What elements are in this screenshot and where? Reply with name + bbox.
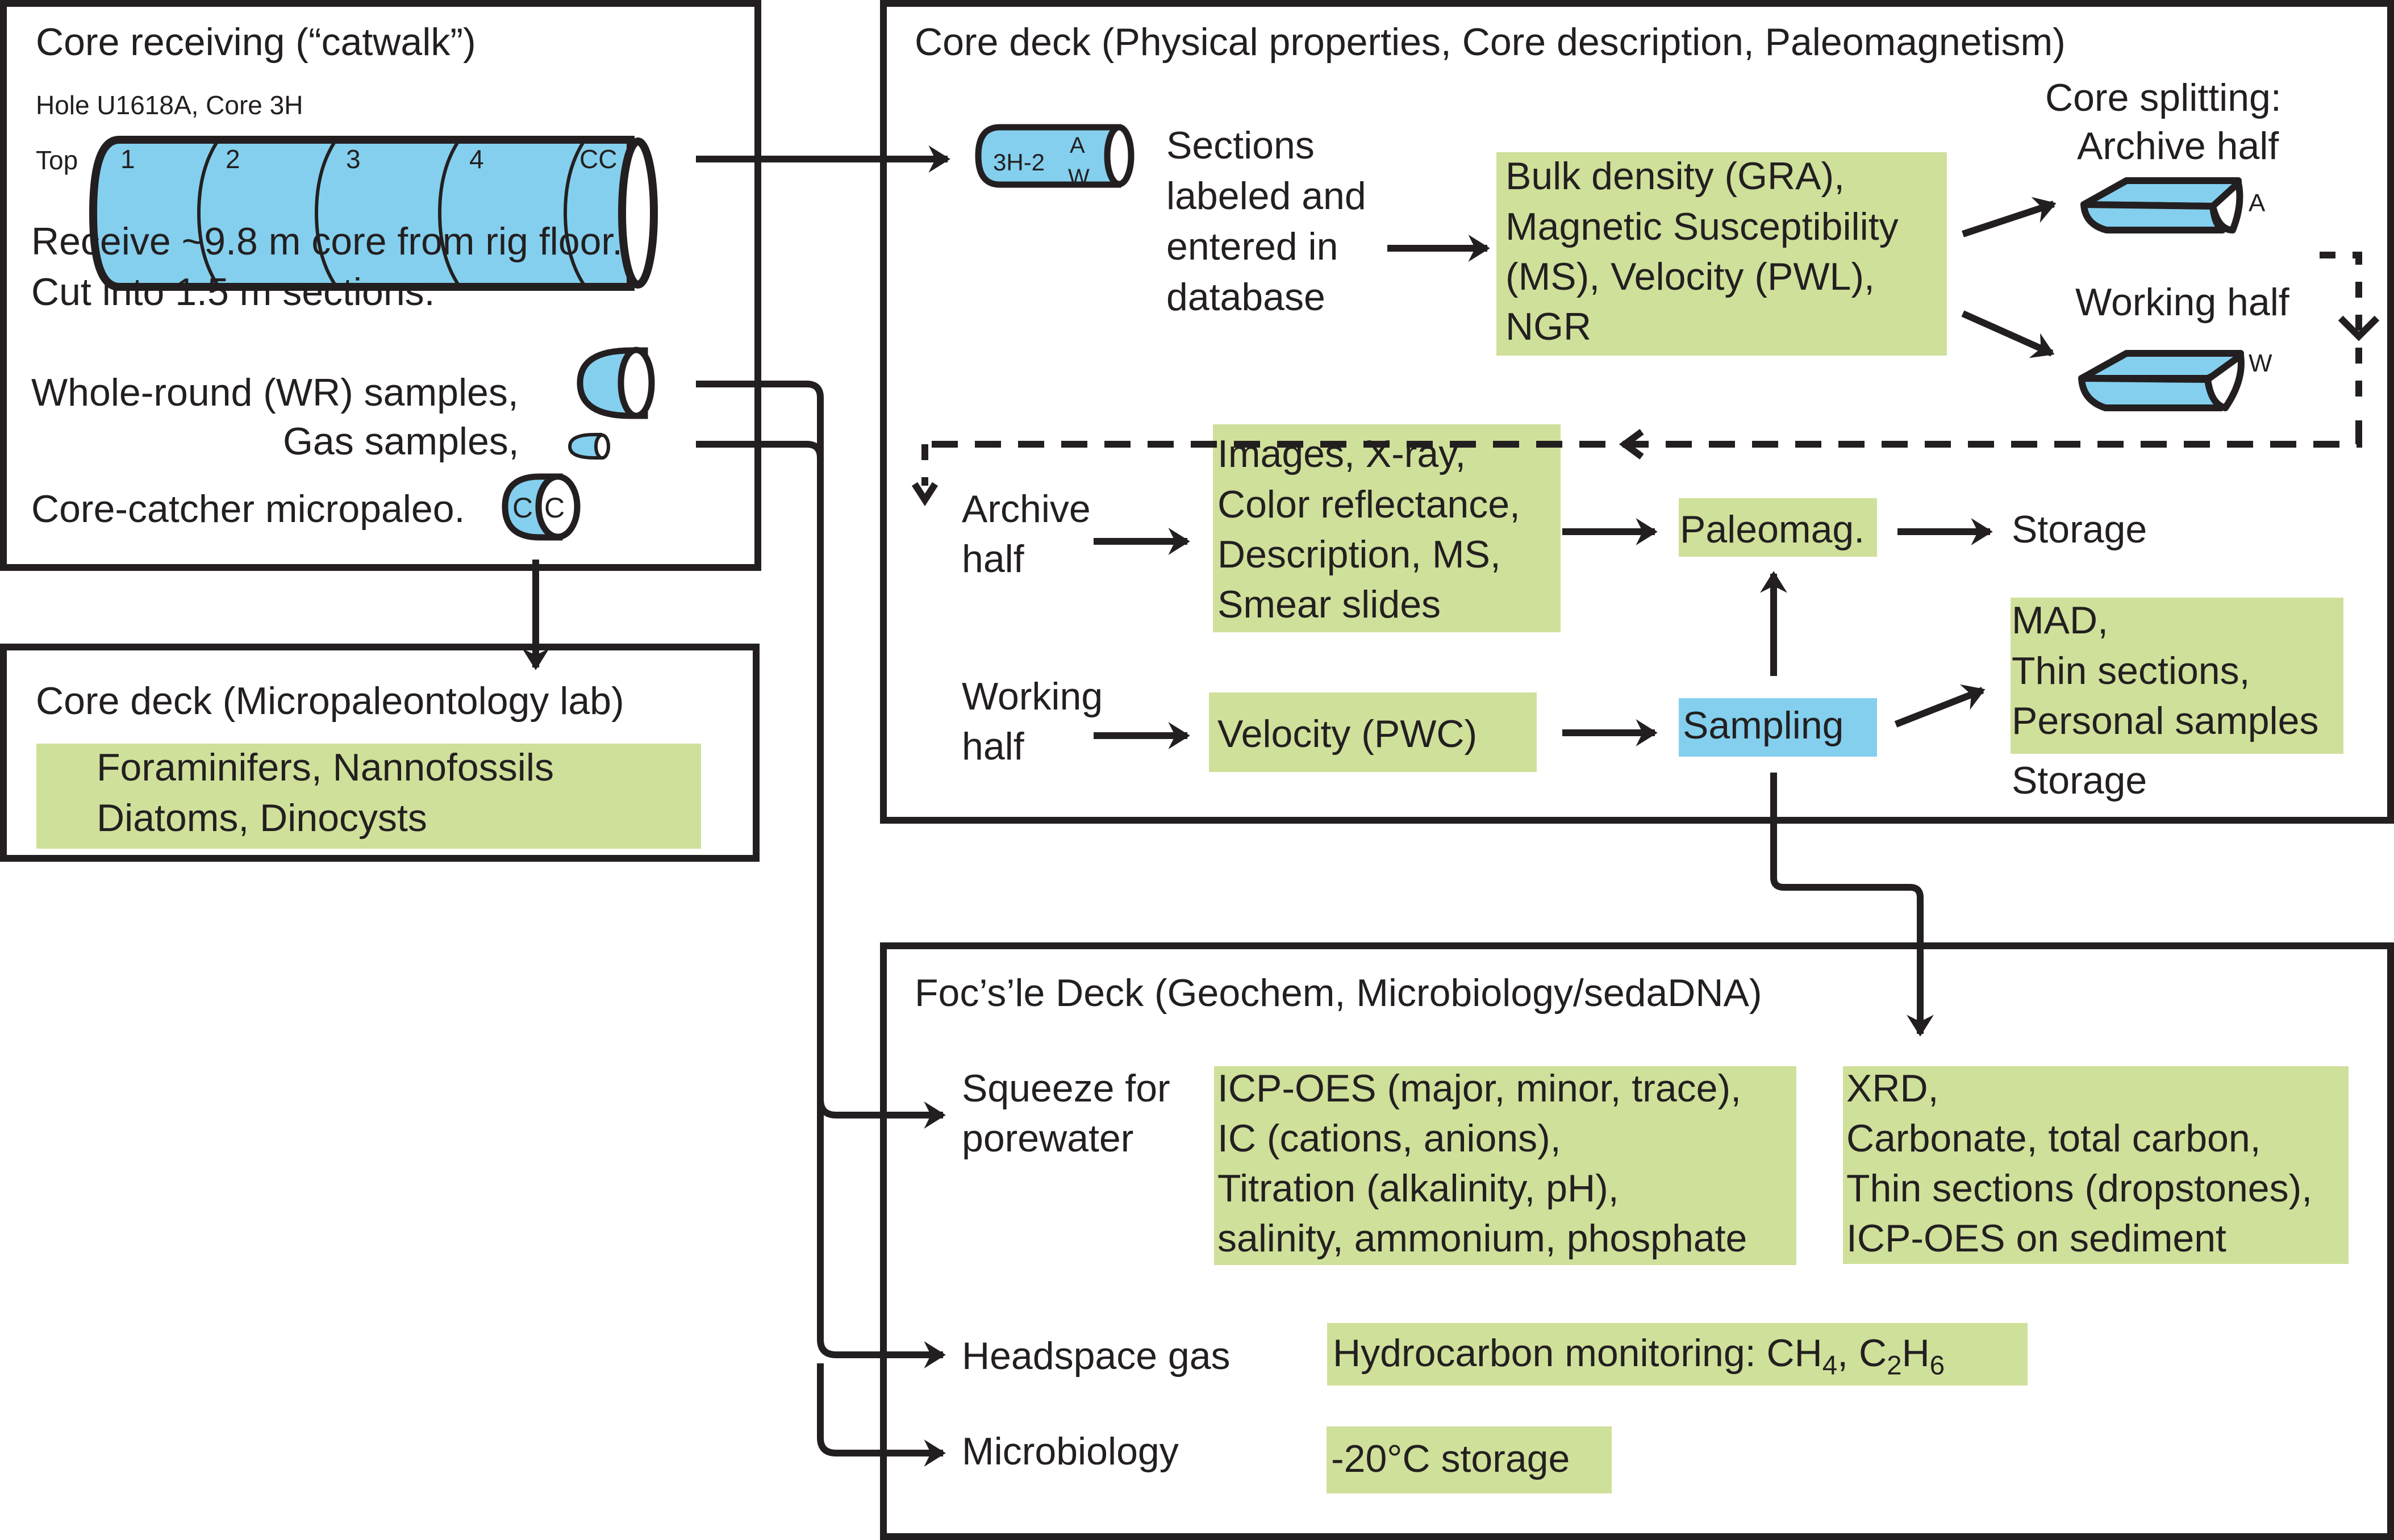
archive-measurement-2: Color reflectance,: [1217, 483, 1520, 526]
squeeze-label-2: porewater: [962, 1117, 1134, 1160]
core-top-label: Top: [36, 145, 78, 175]
section-icon-w: W: [1068, 165, 1090, 190]
hole-label: Hole U1618A, Core 3H: [36, 90, 303, 120]
micropaleo-analysis-line-2: Diatoms, Dinocysts: [97, 796, 427, 840]
whole-round-measurements-bg: [1496, 152, 1947, 356]
coredeck-title: Core deck (Physical properties, Core des…: [915, 20, 2066, 64]
cc-icon-letter-1: C: [512, 492, 533, 524]
section-icon-label: 3H-2: [993, 149, 1045, 176]
storage-label-2: Storage: [2012, 759, 2147, 802]
squeeze-label-1: Squeeze for: [962, 1067, 1170, 1110]
porewater-analysis-1: ICP-OES (major, minor, trace),: [1217, 1067, 1741, 1110]
hydrocarbon-sub-4: 4: [1822, 1350, 1838, 1381]
micropaleo-analyses-bg: [36, 744, 701, 849]
archive-measurement-1: Images, X-ray,: [1217, 432, 1466, 475]
measurement-line-1: Bulk density (GRA),: [1505, 155, 1845, 198]
sampling-bg: [1679, 698, 1877, 757]
hydrocarbon-text: Hydrocarbon monitoring: CH: [1333, 1332, 1822, 1375]
measurement-line-2: Magnetic Susceptibility: [1505, 205, 1899, 248]
core-section-2: 2: [226, 144, 240, 174]
sediment-analyses-bg: [1843, 1066, 2349, 1264]
hydrocarbon-bg: [1327, 1323, 2028, 1385]
archive-measurement-4: Smear slides: [1217, 583, 1441, 626]
catwalk-title: Core receiving (“catwalk”): [36, 20, 476, 64]
measurement-line-3: (MS), Velocity (PWL),: [1505, 255, 1875, 298]
hydrocarbon-monitoring-text: Hydrocarbon monitoring: CH4, C2H6: [1333, 1328, 1945, 1381]
hydrocarbon-sub-2: 2: [1887, 1350, 1902, 1381]
sections-text-1: Sections: [1166, 124, 1315, 167]
section-icon-a: A: [1070, 133, 1085, 158]
cc-icon-letter-2: C: [544, 492, 565, 524]
coredeck-box: [880, 0, 2394, 824]
receive-text-line-2: Cut into 1.5 m sections.: [31, 270, 435, 314]
focsle-title: Foc’s’le Deck (Geochem, Microbiology/sed…: [915, 971, 1762, 1015]
storage-label-1: Storage: [2012, 508, 2147, 551]
archive-letter: A: [2249, 189, 2266, 217]
core-section-cc: CC: [579, 144, 618, 174]
sediment-analysis-3: Thin sections (dropstones),: [1846, 1167, 2313, 1210]
archive-half-label-2: half: [962, 537, 1024, 581]
sections-text-3: entered in: [1166, 225, 1338, 268]
archive-measurements-bg: [1213, 424, 1561, 632]
hydrocarbon-h: H: [1901, 1332, 1930, 1375]
micropaleo-analysis-line-1: Foraminifers, Nannofossils: [97, 746, 554, 789]
sections-text-2: labeled and: [1166, 174, 1366, 218]
working-half-title: Working half: [2075, 281, 2289, 324]
porewater-analyses-bg: [1214, 1066, 1796, 1265]
measurement-line-4: NGR: [1505, 305, 1592, 348]
sampling-label: Sampling: [1683, 704, 1844, 747]
hydrocarbon-mid: , C: [1837, 1332, 1887, 1375]
core-section-4: 4: [469, 144, 484, 174]
working-letter: W: [2249, 349, 2272, 377]
porewater-analysis-3: Titration (alkalinity, pH),: [1217, 1167, 1619, 1210]
core-section-3: 3: [346, 144, 361, 174]
sediment-analysis-4: ICP-OES on sediment: [1846, 1217, 2226, 1260]
sample-type-3: Personal samples: [2012, 699, 2319, 742]
working-half-label-2: half: [962, 725, 1024, 768]
headspace-gas-label: Headspace gas: [962, 1334, 1231, 1378]
porewater-analysis-2: IC (cations, anions),: [1217, 1117, 1561, 1160]
core-splitting-title: Core splitting:: [2045, 76, 2282, 119]
paleomag-label: Paleomag.: [1680, 508, 1865, 551]
core-section-1: 1: [120, 144, 135, 174]
sediment-analysis-1: XRD,: [1846, 1067, 1939, 1110]
sediment-analysis-2: Carbonate, total carbon,: [1846, 1117, 2261, 1160]
porewater-analysis-4: salinity, ammonium, phosphate: [1217, 1217, 1747, 1260]
micropaleo-title: Core deck (Micropaleontology lab): [36, 679, 624, 723]
sample-types-bg: [2011, 598, 2343, 754]
archive-half-label-1: Archive: [962, 487, 1091, 531]
paleomag-bg: [1679, 498, 1877, 557]
core-catcher-label: Core-catcher micropaleo.: [31, 487, 465, 531]
gas-samples-label: Gas samples,: [283, 420, 519, 463]
storage-minus20-label: -20°C storage: [1331, 1437, 1570, 1480]
microbiology-label: Microbiology: [962, 1430, 1179, 1473]
sample-type-2: Thin sections,: [2012, 649, 2250, 692]
velocity-pwc-label: Velocity (PWC): [1217, 712, 1478, 756]
receive-text-line-1: Receive ~9.8 m core from rig floor.: [31, 220, 623, 263]
sections-text-4: database: [1166, 276, 1325, 319]
archive-measurement-3: Description, MS,: [1217, 533, 1501, 576]
archive-half-title: Archive half: [2077, 124, 2279, 168]
working-half-label-1: Working: [962, 675, 1103, 718]
sample-type-1: MAD,: [2012, 599, 2108, 642]
wr-samples-label: Whole-round (WR) samples,: [31, 371, 519, 414]
storage-minus20-bg: [1327, 1426, 1612, 1493]
velocity-pwc-bg: [1209, 692, 1537, 772]
hydrocarbon-sub-6: 6: [1929, 1350, 1945, 1381]
